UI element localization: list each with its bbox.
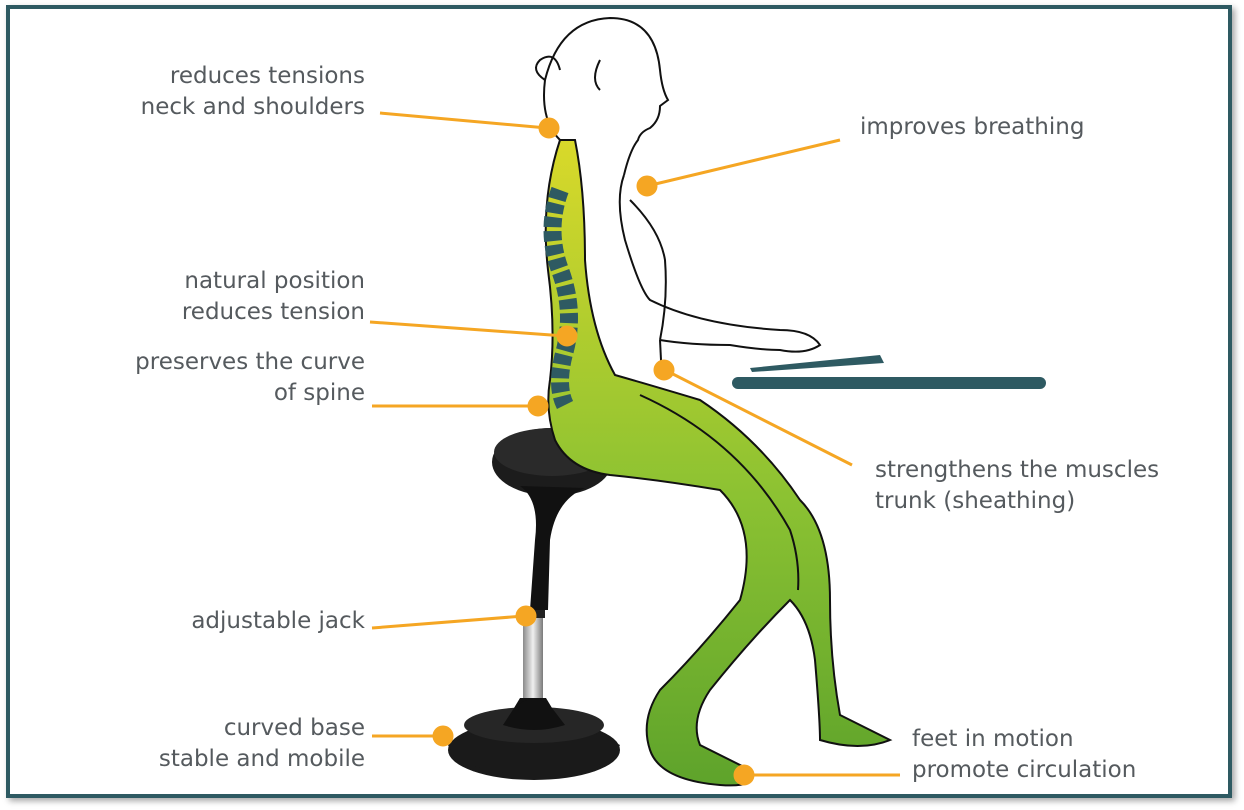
label-feet-line1: feet in motion [912, 724, 1136, 755]
label-neck-line2: neck and shoulders [100, 92, 365, 123]
callout-dot-breathing [638, 177, 656, 195]
callout-dot-muscles [655, 361, 673, 379]
label-base-line2: stable and mobile [100, 744, 365, 775]
label-muscles-line2: trunk (sheathing) [875, 486, 1159, 517]
label-natural-line2: reduces tension [100, 297, 365, 328]
stool [448, 428, 620, 780]
person-lower-body [546, 140, 890, 785]
label-neck: reduces tensions neck and shoulders [100, 61, 365, 123]
callout-dot-feet [735, 766, 753, 784]
label-spine: preserves the curve of spine [80, 347, 365, 409]
label-feet: feet in motion promote circulation [912, 724, 1136, 786]
label-spine-line2: of spine [80, 378, 365, 409]
label-base-line1: curved base [100, 713, 365, 744]
label-muscles: strengthens the muscles trunk (sheathing… [875, 455, 1159, 517]
label-base: curved base stable and mobile [100, 713, 365, 775]
label-jack: adjustable jack [100, 606, 365, 637]
label-natural-line1: natural position [100, 266, 365, 297]
label-neck-line1: reduces tensions [100, 61, 365, 92]
label-natural: natural position reduces tension [100, 266, 365, 328]
label-feet-line2: promote circulation [912, 755, 1136, 786]
callout-dot-spine [529, 397, 547, 415]
callout-dot-jack [517, 607, 535, 625]
callout-dot-natural [558, 327, 576, 345]
label-muscles-line1: strengthens the muscles [875, 455, 1159, 486]
callout-dot-base [434, 727, 452, 745]
callout-dot-neck [540, 119, 558, 137]
desk [738, 355, 1040, 383]
label-breathing-line1: improves breathing [860, 112, 1084, 143]
label-jack-line1: adjustable jack [100, 606, 365, 637]
label-breathing: improves breathing [860, 112, 1084, 143]
label-spine-line1: preserves the curve [80, 347, 365, 378]
